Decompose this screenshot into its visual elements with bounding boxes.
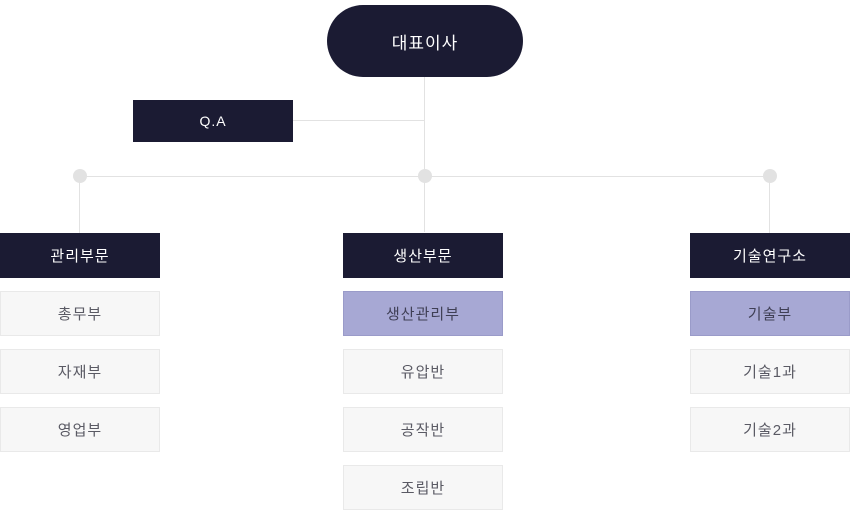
dept-label: 총무부 <box>57 306 103 323</box>
junction-dot-right <box>763 169 777 183</box>
dept-label: 유압반 <box>400 364 446 381</box>
dept-box-general-affairs: 총무부 <box>0 291 160 336</box>
dept-box-materials: 자재부 <box>0 349 160 394</box>
qa-node: Q.A <box>133 100 293 142</box>
division-header-label: 관리부문 <box>50 248 110 265</box>
connector-right-vertical <box>769 176 770 233</box>
dept-label: 기술1과 <box>743 364 797 381</box>
connector-left-vertical <box>79 176 80 233</box>
ceo-node: 대표이사 <box>327 5 523 77</box>
dept-box-production-management: 생산관리부 <box>343 291 503 336</box>
column-production: 생산부문 생산관리부 유압반 공작반 조립반 <box>343 233 503 510</box>
junction-dot-center <box>418 169 432 183</box>
dept-box-tech-section-2: 기술2과 <box>690 407 850 452</box>
division-header-management: 관리부문 <box>0 233 160 278</box>
division-header-label: 기술연구소 <box>732 248 807 265</box>
dept-box-tech-section-1: 기술1과 <box>690 349 850 394</box>
connector-qa-horizontal <box>293 120 425 121</box>
division-header-label: 생산부문 <box>393 248 453 265</box>
division-header-research: 기술연구소 <box>690 233 850 278</box>
dept-box-sales: 영업부 <box>0 407 160 452</box>
dept-label: 영업부 <box>57 422 103 439</box>
qa-label: Q.A <box>199 113 227 129</box>
dept-box-technology: 기술부 <box>690 291 850 336</box>
dept-label: 자재부 <box>57 364 103 381</box>
junction-dot-left <box>73 169 87 183</box>
dept-label: 조립반 <box>400 480 446 497</box>
dept-label: 생산관리부 <box>385 306 460 323</box>
ceo-label: 대표이사 <box>391 33 459 53</box>
dept-label: 기술2과 <box>743 422 797 439</box>
dept-box-machining: 공작반 <box>343 407 503 452</box>
column-management: 관리부문 총무부 자재부 영업부 <box>0 233 160 452</box>
dept-box-hydraulics: 유압반 <box>343 349 503 394</box>
dept-box-assembly: 조립반 <box>343 465 503 510</box>
column-research: 기술연구소 기술부 기술1과 기술2과 <box>690 233 850 452</box>
division-header-production: 생산부문 <box>343 233 503 278</box>
dept-label: 기술부 <box>747 306 793 323</box>
dept-label: 공작반 <box>400 422 446 439</box>
connector-ceo-vertical <box>424 77 425 232</box>
